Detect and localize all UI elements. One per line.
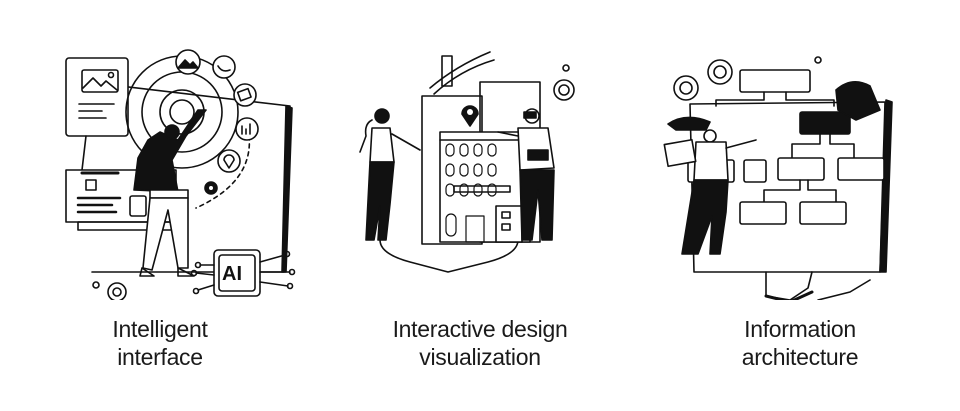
caption-line-1: Intelligent — [112, 316, 208, 342]
tablet-icon — [527, 149, 549, 161]
gear-icon — [707, 59, 733, 85]
ai-chip-label: AI — [222, 263, 242, 285]
location-pin-icon — [461, 105, 479, 127]
intelligent-interface-illustration — [65, 49, 296, 300]
panel-information-architecture: Information architecture — [640, 0, 960, 411]
bar-chart-icon — [235, 117, 259, 141]
phone-icon — [212, 55, 236, 79]
caption-line-2: architecture — [741, 344, 859, 370]
caption-information-architecture: Information architecture — [640, 315, 960, 371]
caption-interactive-design-visualization: Interactive design visualization — [320, 315, 640, 371]
caption-line-1: Interactive design — [392, 316, 568, 342]
interactive-design-illustration — [359, 51, 575, 273]
gear-icon — [673, 75, 699, 101]
caption-intelligent-interface: Intelligent interface — [0, 315, 320, 371]
information-architecture-illustration — [663, 56, 893, 300]
image-icon — [175, 49, 201, 75]
chat-icon — [233, 83, 257, 107]
location-pin-icon — [217, 149, 241, 173]
panel-intelligent-interface: AI Intelligent interface — [0, 0, 320, 411]
panel-interactive-design-visualization: Interactive design visualization — [320, 0, 640, 411]
caption-line-1: Information — [744, 316, 856, 342]
caption-line-2: interface — [117, 344, 203, 370]
caption-line-2: visualization — [419, 344, 541, 370]
tablet-icon — [663, 138, 697, 168]
ai-chip-icon — [190, 249, 296, 297]
gear-icon — [553, 79, 575, 101]
gear-icon — [204, 181, 218, 195]
gear-outline-icon — [107, 282, 127, 300]
